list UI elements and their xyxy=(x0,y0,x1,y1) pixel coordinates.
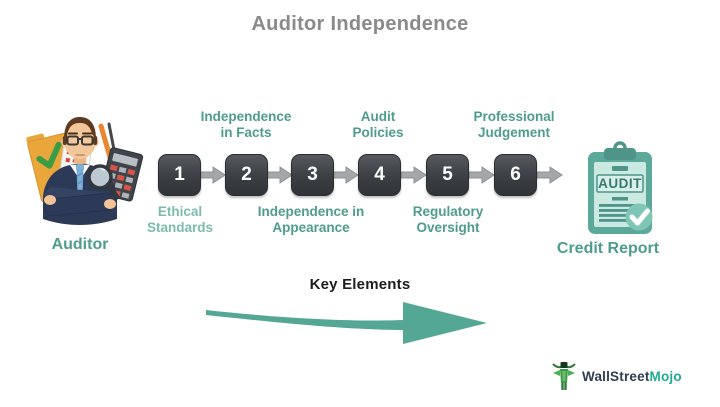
auditor-person xyxy=(43,117,117,225)
step-label-independence-in-appearance: Independence in Appearance xyxy=(257,204,365,235)
step-box-2: 2 xyxy=(225,154,268,196)
step-label-audit-policies: Audit Policies xyxy=(352,109,404,140)
step-box-6: 6 xyxy=(494,154,537,196)
step-box-3: 3 xyxy=(291,154,334,196)
step-label-independence-in-facts: Independence in Facts xyxy=(200,109,292,140)
calculator-icon xyxy=(99,147,144,202)
wallstreetmojo-logo: WallStreetMojo xyxy=(552,361,682,391)
step-label-professional-judgement: Professional Judgement xyxy=(473,109,555,140)
logo-text: WallStreetMojo xyxy=(582,369,682,384)
clipboard-audit-text: AUDIT xyxy=(598,176,642,191)
step-box-5: 5 xyxy=(426,154,469,196)
page-title: Auditor Independence xyxy=(251,13,469,35)
connector-arrow-icon xyxy=(267,166,293,184)
connector-arrow-icon xyxy=(333,166,359,184)
bull-mascot-icon xyxy=(552,362,576,390)
audit-clipboard-icon: AUDIT xyxy=(588,141,653,234)
credit-report-label: Credit Report xyxy=(556,240,660,257)
step-label-ethical-standards: Ethical Standards xyxy=(146,204,214,235)
auditor-label: Auditor xyxy=(51,236,109,253)
logo-text-wallstreet: WallStreet xyxy=(582,368,650,384)
step-label-regulatory-oversight: Regulatory Oversight xyxy=(412,204,484,235)
step-box-1: 1 xyxy=(158,154,201,196)
connector-arrow-icon xyxy=(200,166,226,184)
connector-arrow-icon xyxy=(401,166,427,184)
magnifier-icon xyxy=(87,164,120,200)
connector-arrow-icon xyxy=(469,166,495,184)
key-elements-label: Key Elements xyxy=(309,276,411,293)
step-box-4: 4 xyxy=(358,154,401,196)
glasses-icon xyxy=(66,135,94,146)
connector-arrow-icon xyxy=(537,166,563,184)
key-elements-arrow-icon xyxy=(206,302,487,344)
logo-text-mojo: Mojo xyxy=(649,368,682,384)
auditor-illustration xyxy=(26,117,144,225)
